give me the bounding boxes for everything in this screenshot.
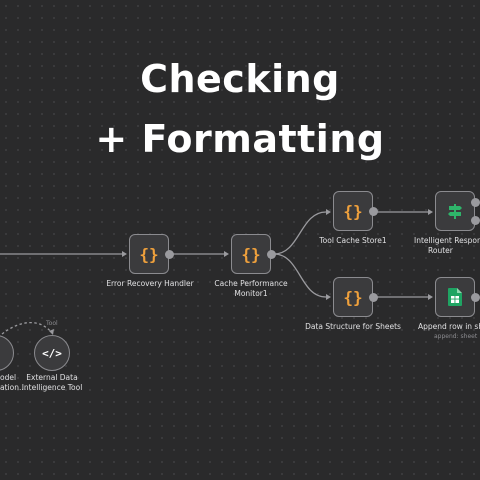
- connection-tool-dashed: [1, 321, 53, 335]
- arrowhead-cache-monitor: [224, 251, 229, 257]
- node-label-router: Intelligent Respon Router: [414, 236, 480, 256]
- node-label-cache-monitor: Cache Performance Monitor1: [206, 279, 296, 299]
- node-label-external-tool: External Data Intelligence Tool: [12, 373, 92, 393]
- headline-line-1: Checking: [140, 57, 340, 101]
- output-port-1[interactable]: [471, 198, 480, 207]
- node-append-row-in-sheet[interactable]: [435, 277, 480, 317]
- label-line: Monitor1: [234, 288, 268, 298]
- node-external-data-intelligence-tool[interactable]: </>: [34, 335, 70, 371]
- label-line: ation...: [0, 382, 27, 392]
- connection-cache-to-toolcache: [273, 211, 327, 255]
- output-port[interactable]: [165, 250, 174, 259]
- output-port[interactable]: [369, 207, 378, 216]
- code-braces-icon: {}: [241, 244, 261, 264]
- label-line: Router: [428, 245, 453, 255]
- edge-label-tool: Tool: [46, 320, 58, 327]
- arrowhead-tool-cache: [326, 209, 331, 215]
- label-line: odel: [0, 373, 17, 382]
- node-error-recovery-handler[interactable]: {}: [129, 234, 174, 274]
- signpost-icon: [448, 204, 462, 219]
- code-braces-icon: {}: [139, 244, 159, 264]
- node-tool-cache-store[interactable]: {}: [333, 191, 378, 231]
- node-label-error-recovery: Error Recovery Handler: [106, 279, 194, 288]
- arrowhead-data-structure: [326, 294, 331, 300]
- label-line: External Data: [26, 373, 78, 382]
- label-line: Cache Performance: [214, 279, 288, 288]
- node-sublabel-append-row: append: sheet: [434, 333, 478, 340]
- google-sheets-icon: [448, 288, 462, 306]
- label-line: Intelligent Respon: [414, 236, 480, 245]
- output-port[interactable]: [267, 250, 276, 259]
- node-cache-performance-monitor[interactable]: {}: [231, 234, 276, 274]
- node-label-data-structure: Data Structure for Sheets: [305, 322, 401, 331]
- node-label-append-row: Append row in she: [418, 322, 480, 331]
- code-tag-icon: </>: [42, 346, 62, 360]
- label-line: Intelligence Tool: [21, 382, 83, 392]
- node-label-tool-cache: Tool Cache Store1: [319, 236, 387, 245]
- node-label-model-partial: odel ation...: [0, 373, 27, 393]
- arrowhead-tool-dashed: [49, 329, 54, 335]
- arrowhead-append-row: [428, 294, 433, 300]
- connection-cache-to-datastructure: [273, 253, 327, 298]
- node-data-structure-for-sheets[interactable]: {}: [333, 277, 378, 317]
- code-braces-icon: {}: [343, 287, 363, 307]
- code-braces-icon: {}: [343, 201, 363, 221]
- output-port[interactable]: [471, 293, 480, 302]
- arrowhead-error-recovery: [122, 251, 127, 257]
- arrowhead-router: [428, 209, 433, 215]
- output-port[interactable]: [369, 293, 378, 302]
- headline-line-2: + Formatting: [95, 117, 385, 161]
- output-port-2[interactable]: [471, 216, 480, 225]
- node-intelligent-response-router[interactable]: [435, 191, 480, 231]
